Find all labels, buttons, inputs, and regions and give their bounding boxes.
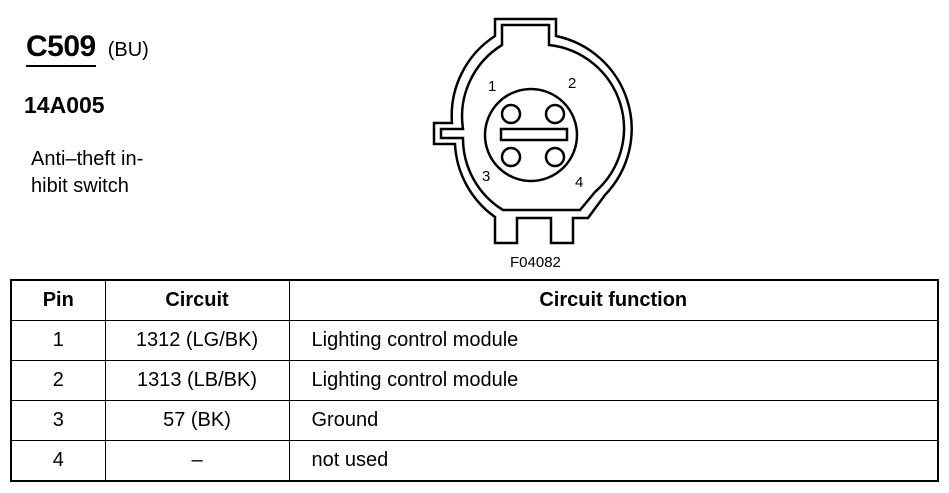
description-line-2: hibit switch — [31, 175, 129, 197]
circuit-cell: 1312 (LG/BK) — [104, 320, 290, 361]
table-header-row: Pin Circuit Circuit function — [10, 279, 939, 321]
table-row: 3 57 (BK) Ground — [10, 400, 939, 441]
table-row: 1 1312 (LG/BK) Lighting control module — [10, 320, 939, 361]
function-cell: not used — [288, 440, 939, 482]
pin-cell: 2 — [10, 360, 106, 401]
connector-description: Anti–theft in- hibit switch — [31, 146, 201, 200]
connector-outer-shell — [432, 17, 633, 245]
pin-4-terminal — [544, 146, 566, 168]
connector-code-row: C509 (BU) — [26, 30, 149, 67]
circuit-cell: 1313 (LB/BK) — [104, 360, 290, 401]
function-cell: Lighting control module — [288, 320, 939, 361]
pin-cell: 3 — [10, 400, 106, 441]
header-circuit: Circuit — [104, 279, 290, 321]
pin-label-1: 1 — [488, 78, 496, 95]
part-number: 14A005 — [24, 92, 105, 118]
table-row: 4 – not used — [10, 440, 939, 482]
circuit-cell: 57 (BK) — [104, 400, 290, 441]
function-cell: Lighting control module — [288, 360, 939, 401]
circuit-cell: – — [104, 440, 290, 482]
function-cell: Ground — [288, 400, 939, 441]
pin-1-terminal — [500, 103, 522, 125]
figure-id: F04082 — [510, 254, 561, 271]
connector-inner-shell — [439, 23, 626, 212]
center-key — [499, 127, 569, 142]
pin-label-2: 2 — [568, 75, 576, 92]
header-pin: Pin — [10, 279, 106, 321]
header-circuit-function: Circuit function — [288, 279, 939, 321]
pin-2-terminal — [544, 103, 566, 125]
pin-3-terminal — [500, 146, 522, 168]
pin-label-4: 4 — [575, 174, 583, 191]
pin-label-3: 3 — [482, 168, 490, 185]
pin-cell: 4 — [10, 440, 106, 482]
connector-code: C509 — [26, 30, 96, 67]
connector-color: (BU) — [107, 39, 149, 61]
connector-header: C509 (BU) — [26, 30, 149, 67]
pinout-table: Pin Circuit Circuit function 1 1312 (LG/… — [10, 279, 939, 482]
connector-diagram: 1 2 3 4 F04082 — [425, 5, 633, 275]
pin-cell: 1 — [10, 320, 106, 361]
connector-face-drawing: 1 2 3 4 F04082 — [432, 17, 633, 271]
table-row: 2 1313 (LB/BK) Lighting control module — [10, 360, 939, 401]
description-line-1: Anti–theft in- — [31, 148, 144, 170]
pin-cavity — [483, 87, 579, 183]
